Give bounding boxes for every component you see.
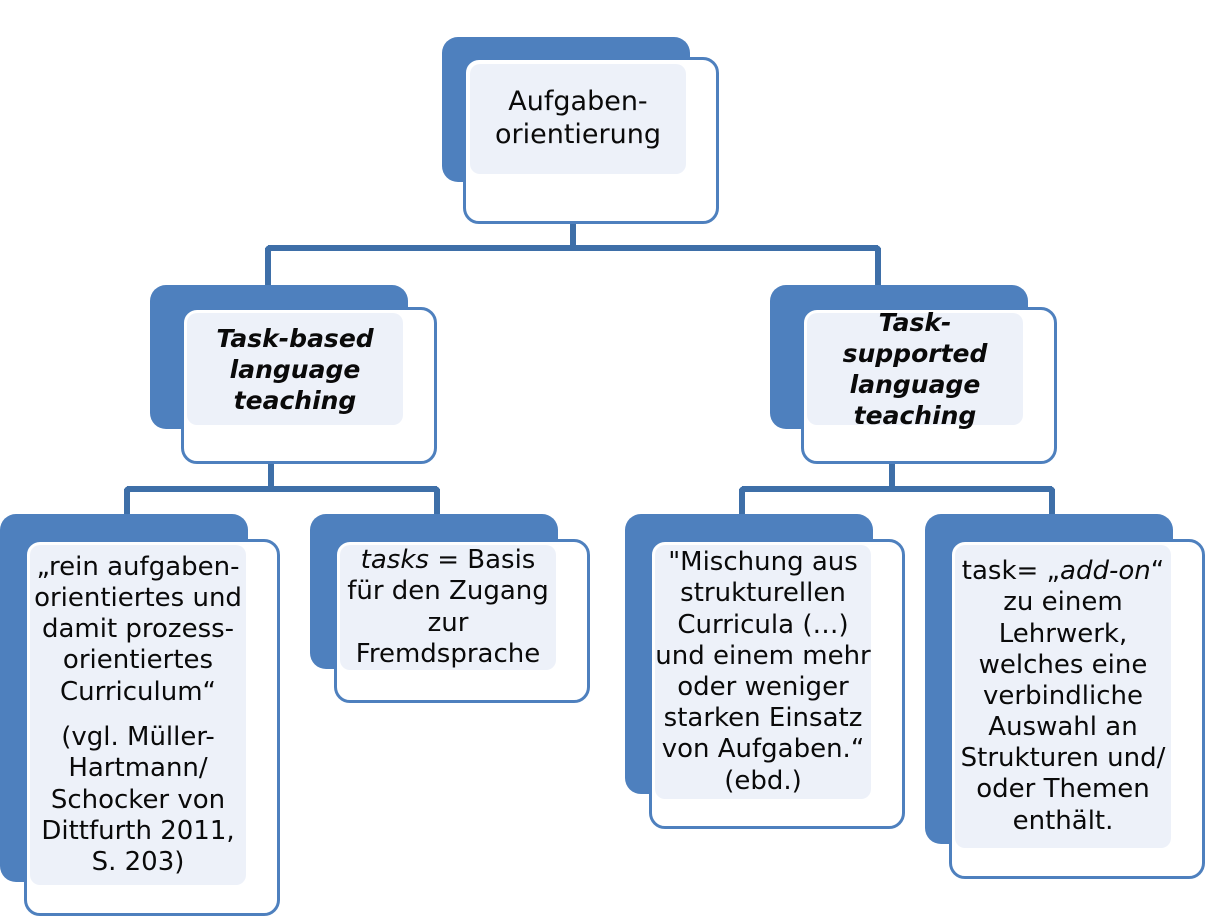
node-text-panel: tasks = Basis für den Zugang zur Fremdsp… bbox=[340, 545, 556, 670]
node-label-panel: Aufgaben- orientierung bbox=[470, 64, 686, 174]
leaf-source-text: (ebd.) bbox=[724, 765, 802, 796]
node-label-panel: Task-based language teaching bbox=[187, 313, 403, 425]
node-text-panel: task= „add-on“ zu einem Lehrwerk, welche… bbox=[955, 545, 1171, 848]
node-text-panel: "Mischung aus strukturellen Curricula (…… bbox=[655, 545, 871, 799]
elbow-root-left bbox=[265, 245, 275, 261]
node-label-line-3: teaching bbox=[853, 401, 977, 430]
leaf-term-suffix: “ zu einem Lehrwerk, welches eine verbin… bbox=[960, 556, 1166, 836]
node-label-line-1: Task-supported bbox=[842, 308, 988, 368]
node-rein-aufgabenorientiertes-curriculum[interactable]: „rein aufgaben-orientiertes und damit pr… bbox=[0, 514, 280, 916]
leaf-term-prefix: task= „ bbox=[961, 556, 1061, 587]
leaf-quote-text: „rein aufgaben-orientiertes und damit pr… bbox=[34, 551, 242, 707]
node-label-line-2: language bbox=[849, 370, 981, 399]
node-label-line-1: Task-based bbox=[216, 323, 374, 353]
leaf-quote-text: "Mischung aus strukturellen Curricula (…… bbox=[655, 547, 871, 765]
node-aufgabenorientierung[interactable]: Aufgaben- orientierung bbox=[442, 37, 720, 225]
node-label-line-2: orientierung bbox=[494, 119, 661, 150]
node-mischung-strukturelle-curricula[interactable]: "Mischung aus strukturellen Curricula (…… bbox=[625, 514, 905, 829]
node-task-supported-language-teaching[interactable]: Task-supported language teaching bbox=[770, 285, 1058, 465]
elbow-lb-right bbox=[430, 486, 440, 502]
node-task-based-language-teaching[interactable]: Task-based language teaching bbox=[150, 285, 438, 465]
node-label-line-3: teaching bbox=[233, 385, 357, 415]
elbow-root-right bbox=[871, 245, 881, 261]
node-label-panel: Task-supported language teaching bbox=[807, 308, 1023, 430]
leaf-term-add-on: add-on bbox=[1060, 556, 1151, 587]
elbow-rb-left bbox=[739, 486, 749, 502]
node-tasks-basis-fremdsprache[interactable]: tasks = Basis für den Zugang zur Fremdsp… bbox=[310, 514, 590, 704]
leaf-definition-text: tasks = Basis für den Zugang zur Fremdsp… bbox=[340, 545, 556, 670]
node-label-line-1: Aufgaben- bbox=[508, 86, 648, 118]
leaf-term-rest: = Basis für den Zugang zur Fremdsprache bbox=[347, 545, 549, 669]
node-text-panel: „rein aufgaben-orientiertes und damit pr… bbox=[30, 545, 246, 885]
leaf-term-tasks: tasks bbox=[360, 545, 429, 576]
elbow-lb-left bbox=[124, 486, 134, 502]
node-label-line-2: language bbox=[229, 354, 361, 384]
leaf-source-text: (vgl. Müller-Hartmann/ Schocker von Ditt… bbox=[41, 722, 235, 877]
leaf-definition-text: task= „add-on“ zu einem Lehrwerk, welche… bbox=[955, 556, 1171, 837]
elbow-rb-right bbox=[1045, 486, 1055, 502]
node-task-add-on-lehrwerk[interactable]: task= „add-on“ zu einem Lehrwerk, welche… bbox=[925, 514, 1205, 879]
